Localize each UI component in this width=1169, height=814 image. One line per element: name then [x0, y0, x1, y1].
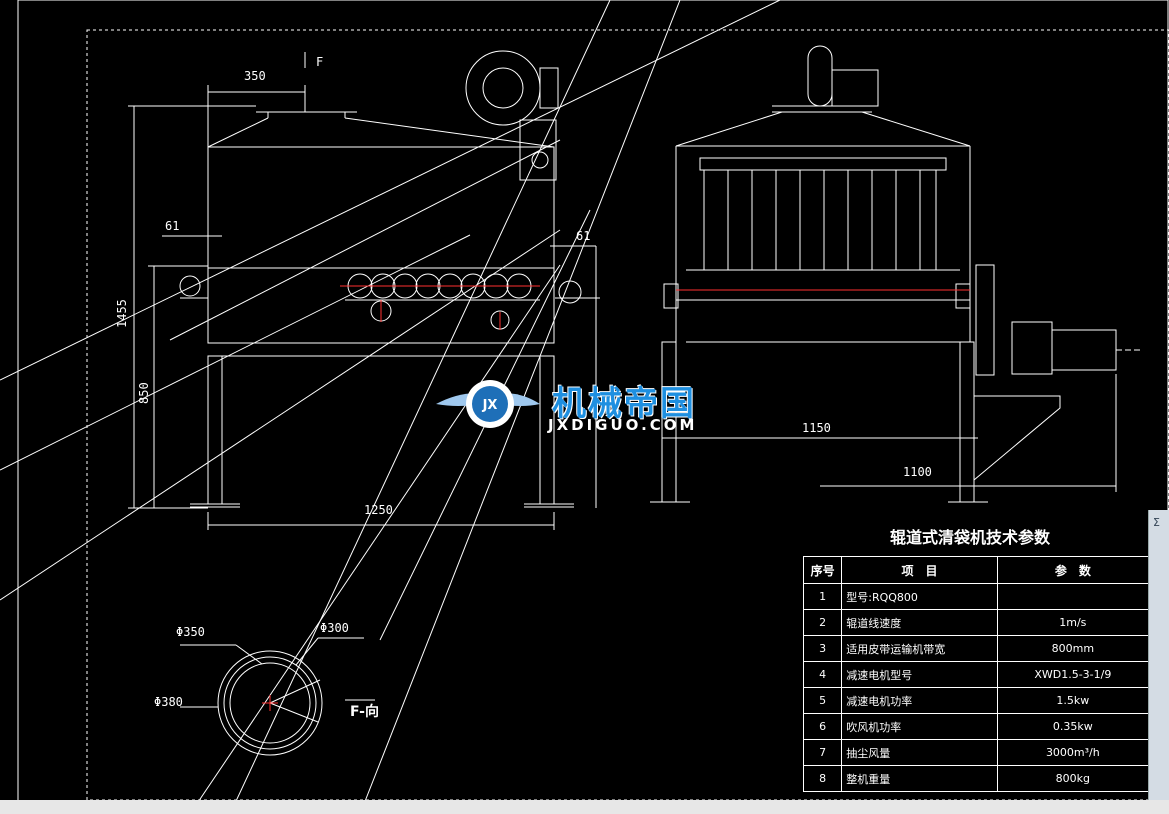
- row-item: 型号:RQQ800: [841, 583, 998, 610]
- dim-d380: Φ380: [154, 695, 183, 709]
- dim-61-left: 61: [165, 219, 179, 233]
- row-no: 6: [802, 713, 843, 740]
- dim-d350: Φ350: [176, 625, 205, 639]
- row-value: XWD1.5-3-1/9: [996, 661, 1150, 688]
- dim-350: 350: [244, 69, 266, 83]
- row-item: 减速电机功率: [841, 687, 998, 714]
- side-panel-tab[interactable]: Σ: [1148, 510, 1169, 800]
- gear-wings-icon: JX: [436, 380, 540, 428]
- header-item: 项 目: [841, 556, 998, 584]
- row-no: 3: [802, 635, 843, 662]
- row-value: 1.5kw: [996, 687, 1150, 714]
- table-header-row: 序号 项 目 参 数: [802, 556, 1150, 584]
- dim-1100: 1100: [903, 465, 932, 479]
- row-item: 整机重量: [841, 765, 998, 792]
- header-no: 序号: [802, 556, 843, 584]
- row-no: 5: [802, 687, 843, 714]
- side-tab-label: Σ: [1153, 516, 1160, 529]
- row-item: 减速电机型号: [841, 661, 998, 688]
- row-value: [996, 583, 1150, 610]
- dim-61-right: 61: [576, 229, 590, 243]
- header-value: 参 数: [996, 556, 1150, 584]
- watermark: 机械帝国 JXDIGUO.COM: [436, 372, 736, 438]
- front-dims: [128, 52, 597, 530]
- row-no: 1: [802, 583, 843, 610]
- f-view-center: [262, 695, 278, 711]
- dim-850: 850: [137, 382, 151, 404]
- row-value: 0.35kw: [996, 713, 1150, 740]
- bottom-scrollbar[interactable]: [0, 800, 1169, 814]
- side-dims: [662, 374, 1117, 492]
- row-value: 1m/s: [996, 609, 1150, 636]
- row-value: 800kg: [996, 765, 1150, 792]
- dim-1455: 1455: [115, 299, 129, 328]
- dim-1250: 1250: [364, 503, 393, 517]
- dim-1150: 1150: [802, 421, 831, 435]
- row-no: 8: [802, 765, 843, 792]
- row-no: 7: [802, 739, 843, 766]
- badge-text: JX: [482, 398, 498, 413]
- row-item: 吹风机功率: [841, 713, 998, 740]
- row-value: 800mm: [996, 635, 1150, 662]
- table-title: 辊道式清袋机技术参数: [889, 528, 1050, 547]
- side-view: [650, 45, 1140, 503]
- dim-d300: Φ300: [320, 621, 349, 635]
- roller-centers: [340, 285, 540, 330]
- watermark-main: 机械帝国: [552, 384, 696, 424]
- row-item: 抽尘风量: [841, 739, 998, 766]
- row-no: 4: [802, 661, 843, 688]
- watermark-sub: JXDIGUO.COM: [548, 416, 698, 434]
- view-arrow-label: F: [316, 55, 323, 69]
- row-no: 2: [802, 609, 843, 636]
- row-value: 3000m³/h: [996, 739, 1150, 766]
- front-view: [179, 50, 600, 508]
- row-item: 适用皮带运输机带宽: [841, 635, 998, 662]
- row-item: 辊道线速度: [841, 609, 998, 636]
- inner-frame: [86, 29, 1169, 801]
- f-view-label: F-向: [350, 703, 379, 720]
- f-view: [180, 637, 375, 756]
